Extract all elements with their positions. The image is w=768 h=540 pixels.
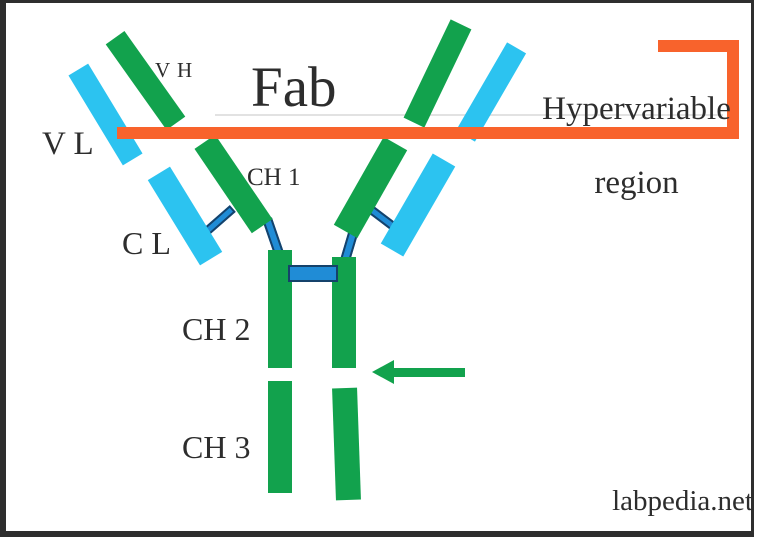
- hypervariable-line2: region: [594, 165, 679, 201]
- arrow-head-icon: [372, 360, 394, 384]
- ch1-label: CH 1: [247, 164, 301, 191]
- cl-label: C L: [122, 225, 171, 261]
- ch2-label: CH 2: [182, 311, 251, 347]
- fab-region-line: [117, 127, 739, 139]
- hypervariable-line1: Hypervariable: [542, 91, 731, 127]
- arrow-shaft: [392, 368, 465, 377]
- hypervariable-bracket-top: [658, 40, 739, 52]
- hypervariable-bracket-vertical: [727, 40, 739, 139]
- vh-label: V H: [155, 58, 194, 82]
- vl-label: V L: [42, 126, 94, 162]
- diagram-border: [0, 0, 754, 537]
- interchain-disulfide-bond: [288, 265, 338, 282]
- ch3-domain-bar-right: [332, 387, 361, 501]
- watermark-text: labpedia.net: [612, 485, 753, 517]
- ch3-domain-bar-left: [268, 381, 292, 493]
- ch3-label: CH 3: [182, 429, 251, 465]
- hypervariable-region-label: Hypervariable region: [505, 54, 735, 239]
- fab-label: Fab: [251, 56, 337, 119]
